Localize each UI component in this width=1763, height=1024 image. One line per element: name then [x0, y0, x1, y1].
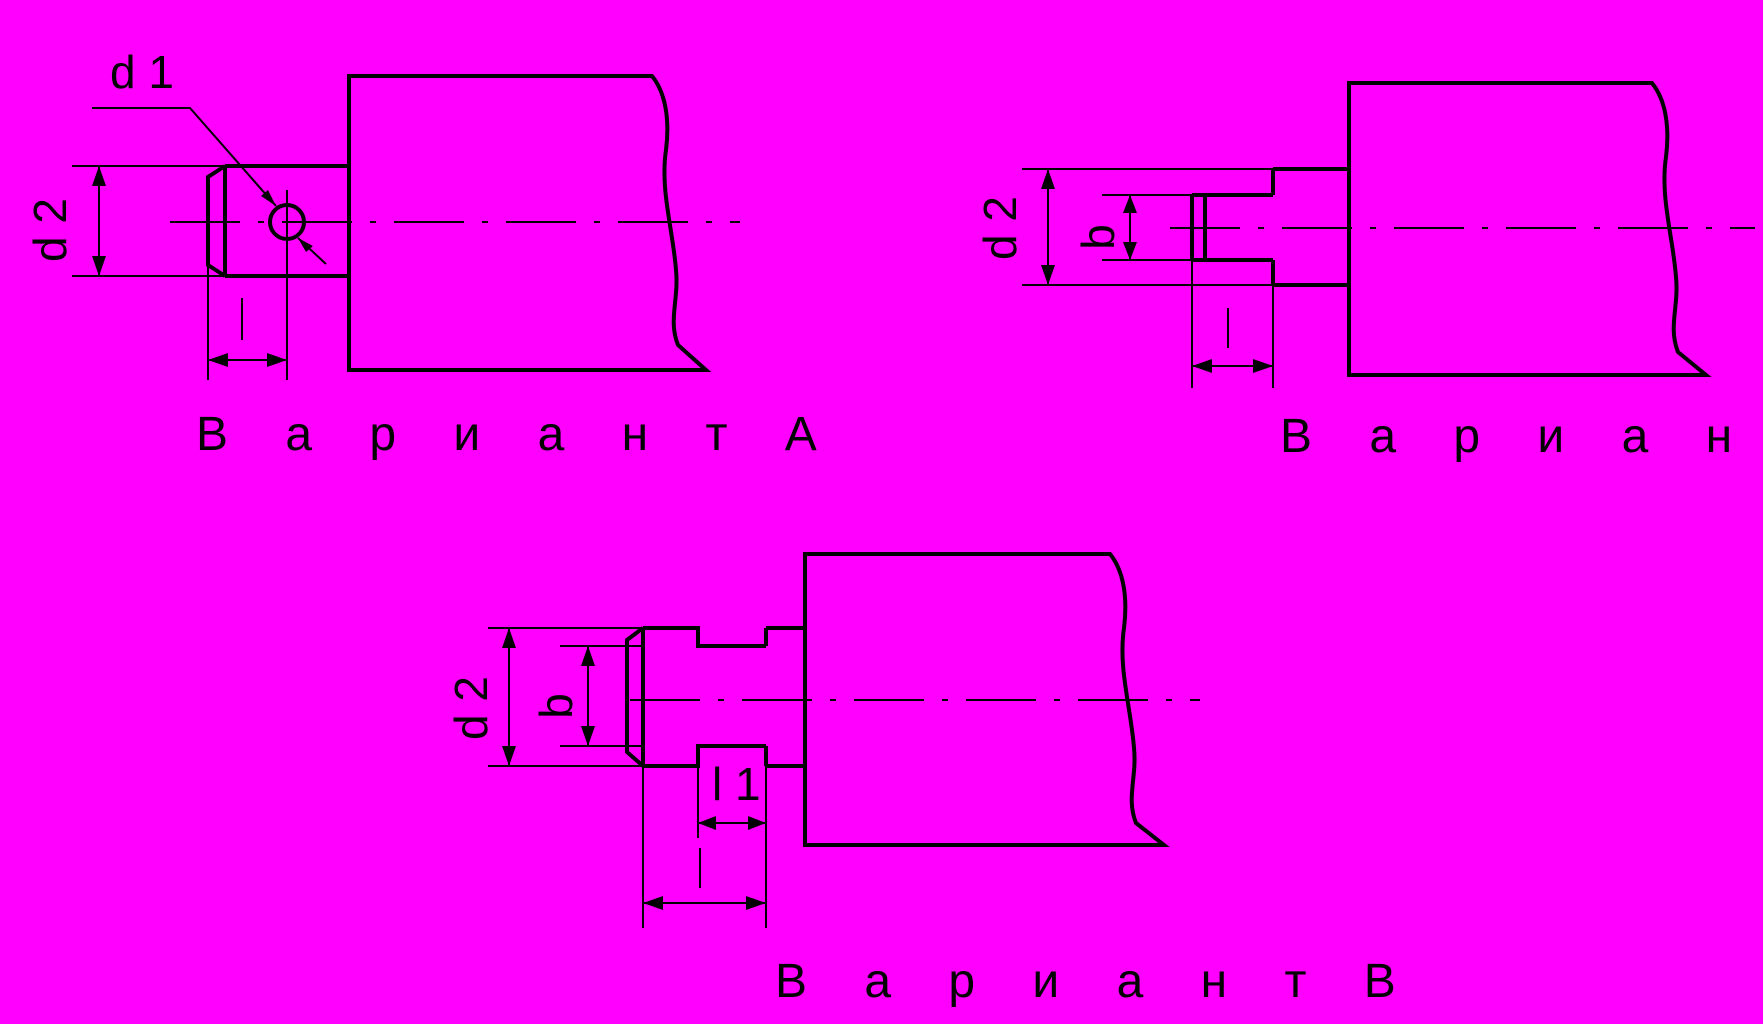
variant-v-b-label: b — [530, 693, 582, 719]
variant-b-d2-label: d 2 — [974, 196, 1026, 260]
variant-a-l-arrow-right — [267, 353, 287, 367]
variant-b-reduced-end — [1190, 193, 1273, 262]
variant-v-l1-label: l 1 — [712, 758, 761, 810]
variant-a-d2-label: d 2 — [24, 198, 76, 262]
variant-b-b-arrow-bottom — [1123, 242, 1137, 260]
variant-a: d 1 d 2 В а р и а н т А — [24, 46, 839, 461]
variant-b-step — [1271, 167, 1349, 287]
variant-b-d2-arrow-top — [1041, 169, 1055, 189]
variant-b-l-arrow-right — [1253, 359, 1273, 373]
variant-v-d2-arrow-bottom — [502, 746, 516, 766]
variant-a-d2-arrow-top — [92, 166, 106, 186]
variant-v-d2-label: d 2 — [445, 676, 497, 740]
variant-a-d1-leader — [92, 107, 277, 207]
variant-v-d2-arrow-top — [502, 628, 516, 648]
variant-v-groove — [643, 626, 766, 768]
variant-v-b-arrow-bottom — [581, 726, 595, 746]
variant-b: d 2 b В а р и а н т Б — [974, 81, 1763, 463]
variant-v-l-arrow-left — [643, 896, 663, 910]
variant-b-l-arrow-left — [1192, 359, 1212, 373]
variant-a-d1-arrow-2 — [298, 238, 313, 252]
variant-b-caption: В а р и а н т Б — [1280, 410, 1763, 463]
variant-a-d1-arrow — [261, 190, 276, 206]
variant-a-shaft-body — [347, 74, 712, 372]
variant-b-d2-arrow-bottom — [1041, 265, 1055, 285]
variant-v-caption: В а р и а н т В — [775, 955, 1418, 1008]
variant-v-collar — [764, 626, 805, 768]
variant-v-l-arrow-right — [746, 896, 766, 910]
variant-v-shaft-body — [803, 552, 1170, 847]
variant-a-d1-label: d 1 — [110, 46, 174, 98]
variant-v-l1-arrow-left — [698, 816, 716, 830]
variant-v-b-arrow-top — [581, 646, 595, 666]
variant-v: l 1 d 2 b В а р и а н т В — [445, 552, 1418, 1008]
variant-a-caption: В а р и а н т А — [196, 408, 839, 461]
variant-b-b-label: b — [1072, 224, 1124, 250]
variant-v-l1-arrow-right — [748, 816, 766, 830]
variant-b-shaft-body — [1347, 81, 1712, 377]
variant-v-head — [625, 626, 645, 768]
variant-b-b-arrow-top — [1123, 195, 1137, 213]
variant-a-d2-arrow-bottom — [92, 256, 106, 276]
variant-a-l-arrow-left — [208, 353, 228, 367]
